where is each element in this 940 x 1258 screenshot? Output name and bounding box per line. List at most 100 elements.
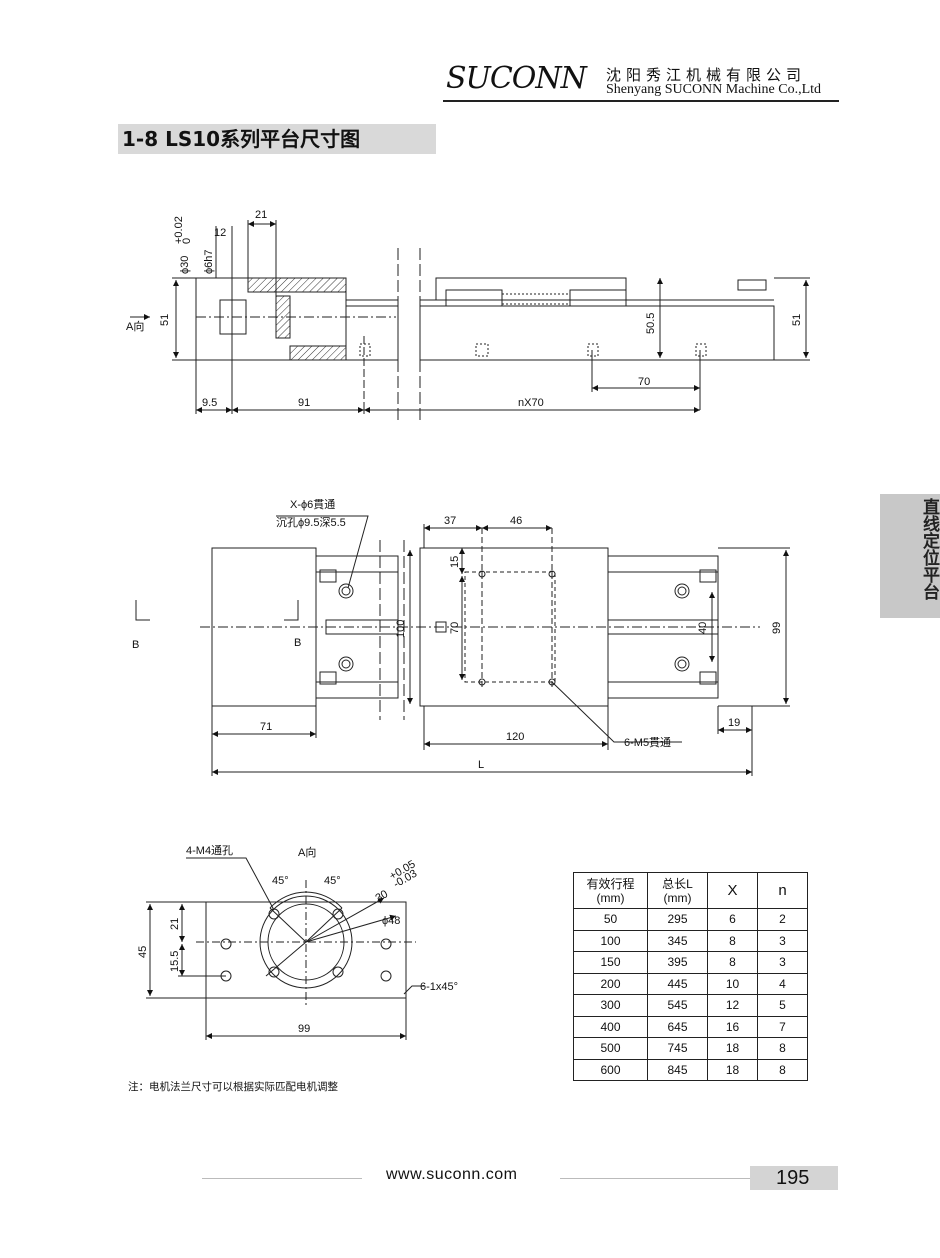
page-title: 1-8 LS10系列平台尺寸图 [122,127,361,151]
table-cell: 400 [573,1015,648,1038]
dim-71: 71 [260,721,272,733]
company-name-chinese: 沈阳秀江机械有限公司 [606,66,807,84]
table-cell: 7 [757,1015,808,1038]
dim-21: 21 [255,209,267,221]
dim-70-top: 70 [449,622,461,634]
dim-40: 40 [697,622,709,634]
angle-right: 45° [324,875,341,887]
side-view [130,220,810,420]
dim-phi30-tol-lower: 0 [181,238,193,244]
page-number: 195 [776,1167,810,1189]
table-cell: 345 [647,929,708,952]
table-cell: 300 [573,994,648,1017]
dim-100: 100 [395,620,407,638]
flange-view-label: A向 [298,845,316,859]
table-cell: 500 [573,1037,648,1060]
header-x: X [707,872,758,909]
dim-nx70: nX70 [518,397,544,409]
carriage-block-right [569,289,627,307]
table-cell: 16 [707,1015,758,1038]
company-name-english: Shenyang SUCONN Machine Co.,Ltd [606,82,822,97]
view-a-label: A向 [126,319,144,333]
dim-45: 45 [137,946,149,958]
dim-30-flange: 30 [374,888,391,905]
header-total-length: 总长L(mm) [647,872,708,909]
company-logo-block: SUCONN 沈阳秀江机械有限公司 Shenyang SUCONN Machin… [446,62,840,102]
spec-table-header-row: 有效行程(mm) 总长L(mm) X n [573,872,808,909]
housing-hatch-top [247,277,347,293]
carriage-block-left [445,289,503,307]
section-b-mid: B [294,637,301,649]
table-cell: 50 [573,908,648,931]
side-tab[interactable]: 直线定位平台 [880,494,940,618]
dim-phi48: ϕ48 [382,915,400,927]
base-body [419,305,775,361]
section-b-left: B [132,639,139,651]
hole-note-1: X-ϕ6貫通 [290,498,335,511]
table-cell: 8 [707,951,758,974]
table-cell: 545 [647,994,708,1017]
footnote: 注：电机法兰尺寸可以根据实际匹配电机调整 [128,1081,338,1093]
table-cell: 3 [757,951,808,974]
table-cell: 2 [757,908,808,931]
table-cell: 745 [647,1037,708,1060]
dim-70: 70 [638,376,650,388]
table-cell: 295 [647,908,708,931]
top-view [135,515,790,776]
header-n: n [757,872,808,909]
dim-21-flange: 21 [169,918,181,930]
table-cell: 6 [707,908,758,931]
footer-rule-right [560,1178,750,1179]
table-cell: 18 [707,1037,758,1060]
dim-99-flange: 99 [298,1023,310,1035]
flange-view [146,857,424,1040]
table-cell: 5 [757,994,808,1017]
dim-51-right: 51 [791,314,803,326]
flange-thread-note: 4-M4通孔 [186,844,233,857]
top-view-labels: X-ϕ6貫通 沉孔ϕ9.5深5.5 37 46 15 100 70 40 99 … [132,498,783,771]
dim-91: 91 [298,397,310,409]
table-cell: 3 [757,929,808,952]
hole-note-2: 沉孔ϕ9.5深5.5 [276,516,346,529]
ball-screw [501,293,571,305]
carriage-table [435,277,627,301]
dim-51-left: 51 [159,314,171,326]
table-cell: 10 [707,972,758,995]
page-number-box: 195 [750,1166,838,1190]
dim-50-5: 50.5 [645,313,657,334]
dim-19: 19 [728,717,740,729]
base-end-left [345,305,399,361]
dim-120: 120 [506,731,524,743]
table-cell: 600 [573,1058,648,1081]
dim-phi30: ϕ30 [179,256,191,274]
dim-15: 15 [449,556,461,568]
thread-note: 6-M5貫通 [624,736,671,749]
chamfer-note: 6-1x45° [420,981,458,993]
table-cell: 12 [707,994,758,1017]
side-view-labels: 12 21 ϕ30 +0.02 0 ϕ6h7 51 A向 50.5 51 70 … [126,209,803,409]
table-cell: 18 [707,1058,758,1081]
table-cell: 150 [573,951,648,974]
dim-l: L [478,759,484,771]
table-cell: 4 [757,972,808,995]
company-logo: SUCONN [446,61,587,96]
table-cell: 395 [647,951,708,974]
table-cell: 100 [573,929,648,952]
table-cell: 645 [647,1015,708,1038]
website-link[interactable]: www.suconn.com [386,1166,518,1183]
dim-9-5: 9.5 [202,397,217,409]
table-cell: 845 [647,1058,708,1081]
title-bar: 1-8 LS10系列平台尺寸图 [118,124,436,154]
table-cell: 8 [707,929,758,952]
dim-phi30-tol-upper: +0.02 [173,216,185,244]
dim-99-top: 99 [771,622,783,634]
